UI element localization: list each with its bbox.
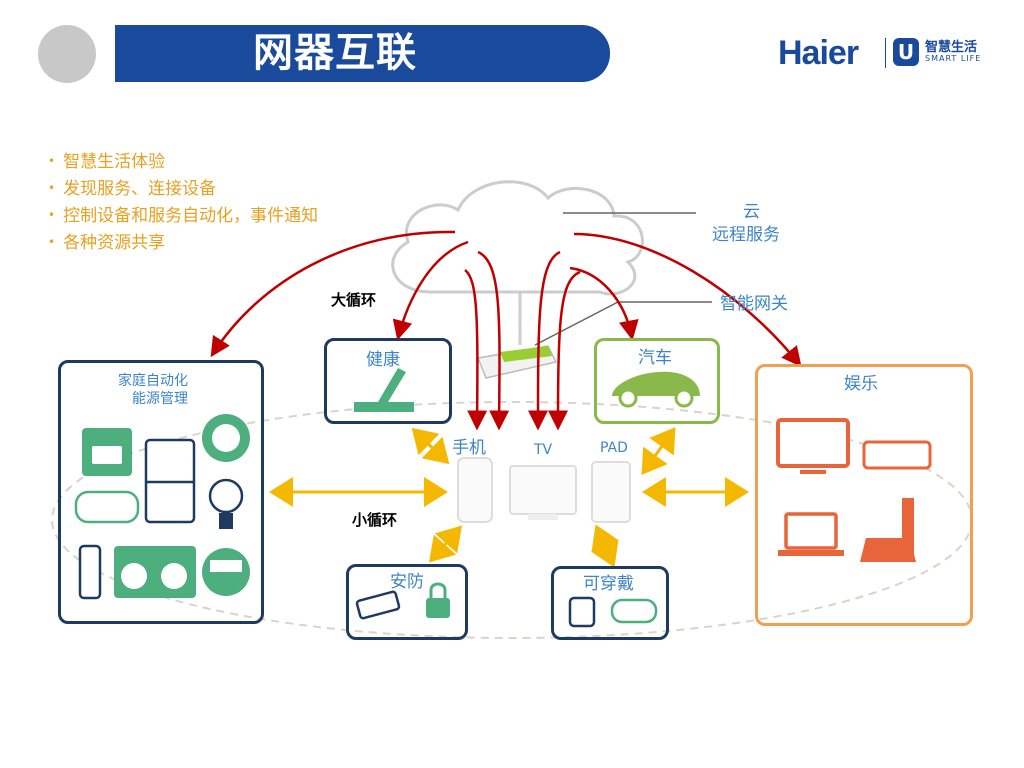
tv-icon bbox=[509, 465, 577, 520]
big-loop-arrow bbox=[210, 230, 456, 358]
home-automation-box bbox=[58, 360, 264, 624]
lock-icon bbox=[426, 582, 450, 618]
phone-label: 手机 bbox=[452, 438, 486, 458]
security-label: 安防 bbox=[390, 572, 424, 592]
car-icon bbox=[612, 371, 700, 408]
small-loop-arrow bbox=[641, 427, 676, 475]
big-loop-arrow bbox=[477, 250, 510, 431]
health-label: 健康 bbox=[366, 350, 400, 370]
gateway-label: 智能网关 bbox=[720, 294, 788, 314]
camera-icon bbox=[355, 590, 401, 620]
smart-life-logo-icon: U bbox=[893, 38, 919, 66]
wearable-label: 可穿戴 bbox=[583, 574, 634, 594]
phone-icon bbox=[457, 457, 493, 523]
bullet-item: •发现服务、连接设备 bbox=[48, 179, 217, 199]
smart-life-cn-label: 智慧生活 bbox=[925, 40, 978, 55]
remote-service-label: 远程服务 bbox=[712, 225, 780, 245]
thermometer-icon bbox=[78, 544, 102, 600]
big-loop-arrow bbox=[548, 270, 581, 431]
big-loop-arrow bbox=[528, 250, 561, 431]
energy-meter-icon bbox=[202, 548, 250, 596]
health-box bbox=[324, 338, 452, 424]
light-bulb-icon bbox=[208, 478, 244, 529]
router-icon bbox=[476, 345, 558, 379]
tv-label: TV bbox=[534, 442, 553, 458]
energy-management-label: 能源管理 bbox=[132, 391, 188, 407]
entertainment-label: 娱乐 bbox=[844, 374, 878, 394]
treadmill-icon bbox=[354, 368, 414, 412]
pad-icon bbox=[591, 461, 631, 523]
logo-divider bbox=[885, 38, 886, 68]
title-banner: 网器互联 bbox=[115, 25, 610, 82]
header-decoration-circle bbox=[38, 25, 96, 83]
laptop-icon bbox=[778, 512, 844, 556]
entertainment-box bbox=[755, 364, 973, 626]
small-loop-label: 小循环 bbox=[352, 511, 398, 529]
tv-set-icon bbox=[776, 418, 850, 474]
thermostat-display-icon bbox=[74, 490, 140, 524]
security-box bbox=[346, 564, 468, 640]
smartwatch-icon bbox=[568, 596, 596, 628]
cloud-label: 云 bbox=[743, 202, 760, 222]
big-loop-label: 大循环 bbox=[331, 291, 377, 309]
haier-logo: Haier bbox=[778, 34, 859, 72]
smart-meter-icon bbox=[202, 414, 250, 462]
smart-life-en-label: SMART LIFE bbox=[925, 54, 982, 63]
small-loop-arrow bbox=[591, 524, 619, 568]
small-loop-arrow bbox=[411, 427, 450, 465]
big-loop-arrow bbox=[392, 240, 469, 341]
big-loop-arrow bbox=[569, 266, 639, 341]
big-loop-arrow bbox=[573, 232, 802, 367]
bullet-item: •智慧生活体验 bbox=[48, 152, 166, 172]
car-box bbox=[594, 338, 720, 424]
oven-icon bbox=[82, 428, 132, 476]
game-console-icon bbox=[860, 498, 916, 562]
big-loop-arrow bbox=[464, 269, 488, 431]
car-label: 汽车 bbox=[638, 348, 672, 368]
home-automation-label: 家庭自动化 bbox=[118, 373, 188, 389]
bullet-item: •控制设备和服务自动化，事件通知 bbox=[48, 206, 319, 226]
wearable-box bbox=[551, 566, 669, 640]
small-loop-arrow bbox=[429, 525, 462, 563]
fitness-band-icon bbox=[610, 598, 658, 624]
page-title: 网器互联 bbox=[253, 30, 417, 76]
media-player-icon bbox=[862, 440, 932, 470]
washing-machine-icon bbox=[114, 546, 196, 598]
pad-label: PAD bbox=[600, 440, 628, 456]
bullet-item: •各种资源共享 bbox=[48, 233, 166, 253]
fridge-icon bbox=[144, 438, 196, 524]
cloud-icon bbox=[391, 180, 644, 296]
